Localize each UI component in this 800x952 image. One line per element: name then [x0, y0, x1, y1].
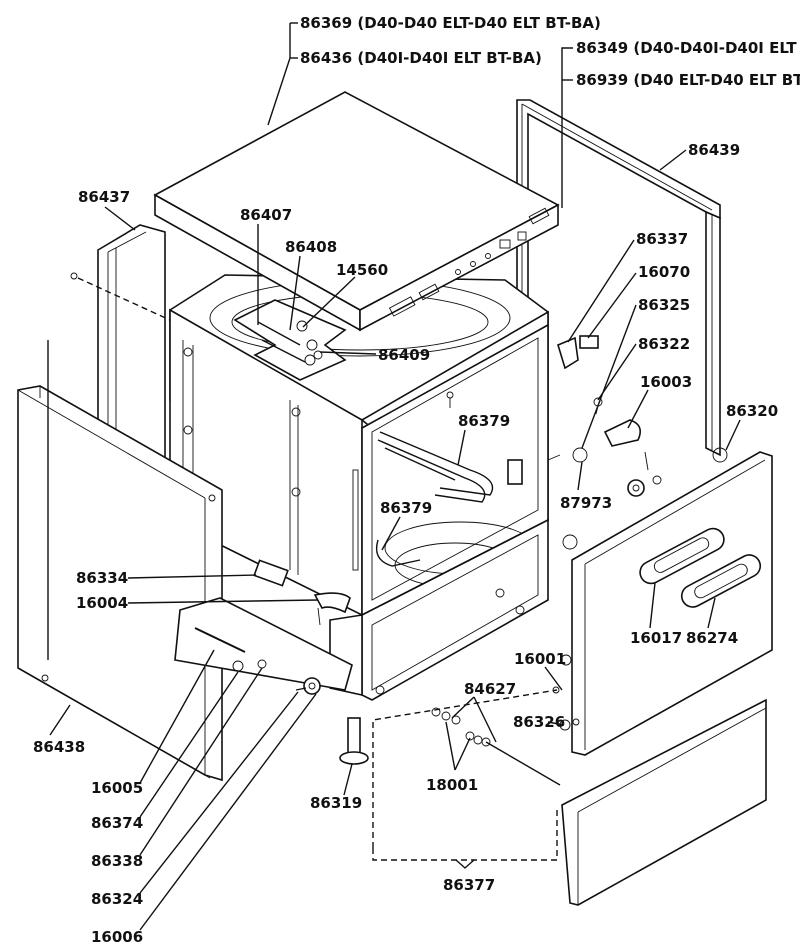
bottom-cutaway [174, 597, 353, 695]
label-87973: 87973 [560, 494, 612, 512]
foot-86319 [339, 717, 369, 765]
label-16003: 16003 [640, 373, 692, 391]
label-86379-b: 86379 [380, 499, 432, 517]
label-16006: 16006 [91, 928, 143, 946]
label-16001: 16001 [514, 650, 566, 668]
front-door-right [560, 451, 773, 756]
label-86338: 86338 [91, 852, 143, 870]
label-18001: 18001 [426, 776, 478, 794]
label-86324: 86324 [91, 890, 143, 908]
parts-86377 [431, 686, 571, 786]
label-16070: 16070 [638, 263, 690, 281]
label-86436: 86436 (D40I-D40I ELT BT-BA) [300, 49, 542, 67]
label-86369: 86369 (D40-D40 ELT-D40 ELT BT-BA) [300, 14, 601, 32]
label-16005: 16005 [91, 779, 143, 797]
label-86439: 86439 [688, 141, 740, 159]
label-86274: 86274 [686, 629, 738, 647]
label-84627: 84627 [464, 680, 516, 698]
label-86374: 86374 [91, 814, 143, 832]
right-small-parts [547, 335, 662, 497]
part-16004 [313, 592, 351, 614]
label-16004: 16004 [76, 594, 128, 612]
terminal-cutaway [233, 299, 347, 381]
label-86349: 86349 (D40-D40I-D40I ELT BT-BA) [576, 39, 800, 57]
label-86939: 86939 (D40 ELT-D40 ELT BT-BA) [576, 71, 800, 89]
label-16017: 16017 [630, 629, 682, 647]
label-86325: 86325 [638, 296, 690, 314]
label-86319: 86319 [310, 794, 362, 812]
label-86407: 86407 [240, 206, 292, 224]
part-86334 [253, 559, 289, 587]
kickplate [561, 698, 767, 906]
bracket-86377-bottom [372, 810, 558, 861]
label-86337: 86337 [636, 230, 688, 248]
label-86409: 86409 [378, 346, 430, 364]
label-86437: 86437 [78, 188, 130, 206]
label-86408: 86408 [285, 238, 337, 256]
label-86379-a: 86379 [458, 412, 510, 430]
label-86322: 86322 [638, 335, 690, 353]
bracket-86377-top [372, 689, 558, 848]
label-86377: 86377 [443, 876, 495, 894]
label-86326: 86326 [513, 713, 565, 731]
label-86438: 86438 [33, 738, 85, 756]
label-14560: 14560 [336, 261, 388, 279]
label-86320: 86320 [726, 402, 778, 420]
label-86334: 86334 [76, 569, 128, 587]
part-labels: 86369 (D40-D40 ELT-D40 ELT BT-BA) 86436 … [33, 14, 800, 946]
leader-lines [49, 22, 741, 931]
